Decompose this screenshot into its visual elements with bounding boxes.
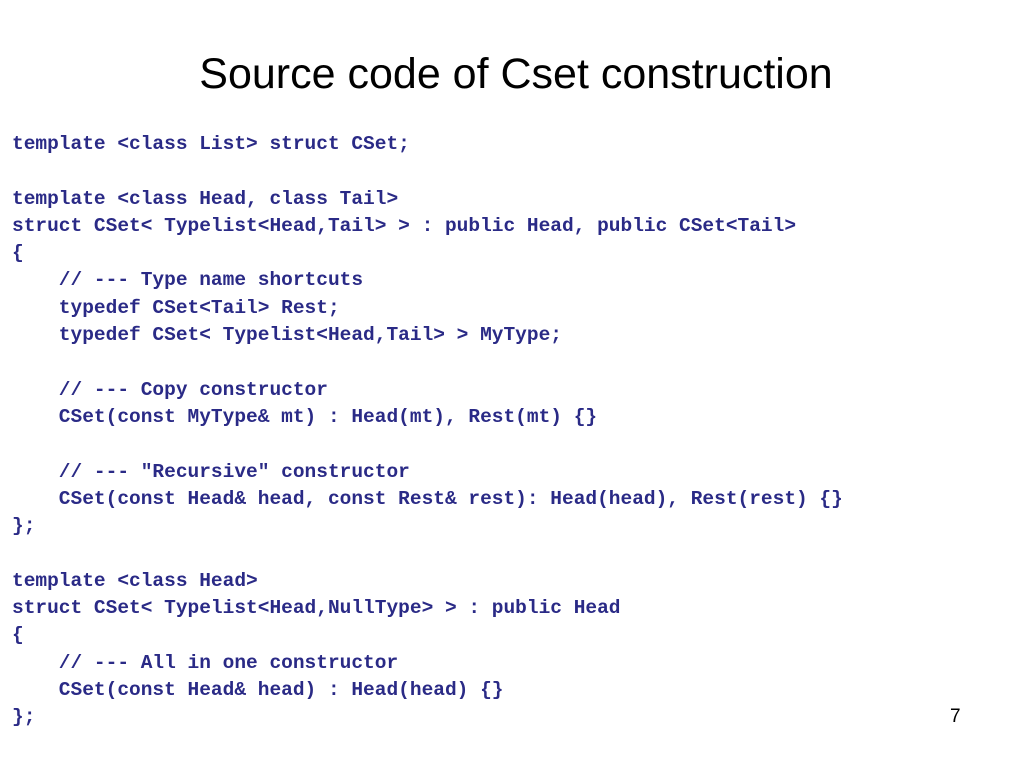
code-line: // --- Copy constructor <box>12 378 328 401</box>
code-line: // --- "Recursive" constructor <box>12 460 410 483</box>
code-line <box>12 540 843 567</box>
code-block: template <class List> struct CSet; templ… <box>12 131 843 732</box>
code-line <box>12 349 843 376</box>
code-line: typedef CSet<Tail> Rest; <box>12 296 340 319</box>
code-line: }; <box>12 515 36 538</box>
page-number: 7 <box>950 706 961 727</box>
code-line: typedef CSet< Typelist<Head,Tail> > MyTy… <box>12 324 562 347</box>
code-line: template <class Head> <box>12 569 258 592</box>
code-line: { <box>12 242 24 265</box>
code-line: CSet(const Head& head) : Head(head) {} <box>12 678 504 701</box>
code-line: }; <box>12 706 36 729</box>
code-line: CSet(const Head& head, const Rest& rest)… <box>12 487 843 510</box>
code-line: // --- All in one constructor <box>12 651 399 674</box>
slide-title: Source code of Cset construction <box>199 50 833 98</box>
code-line: struct CSet< Typelist<Head,NullType> > :… <box>12 597 621 620</box>
code-line: template <class Head, class Tail> <box>12 187 399 210</box>
code-line: // --- Type name shortcuts <box>12 269 364 292</box>
code-line <box>12 431 843 458</box>
code-line: { <box>12 624 24 647</box>
code-line: CSet(const MyType& mt) : Head(mt), Rest(… <box>12 405 598 428</box>
code-line <box>12 158 843 185</box>
code-line: struct CSet< Typelist<Head,Tail> > : pub… <box>12 214 797 237</box>
code-line: template <class List> struct CSet; <box>12 133 410 155</box>
